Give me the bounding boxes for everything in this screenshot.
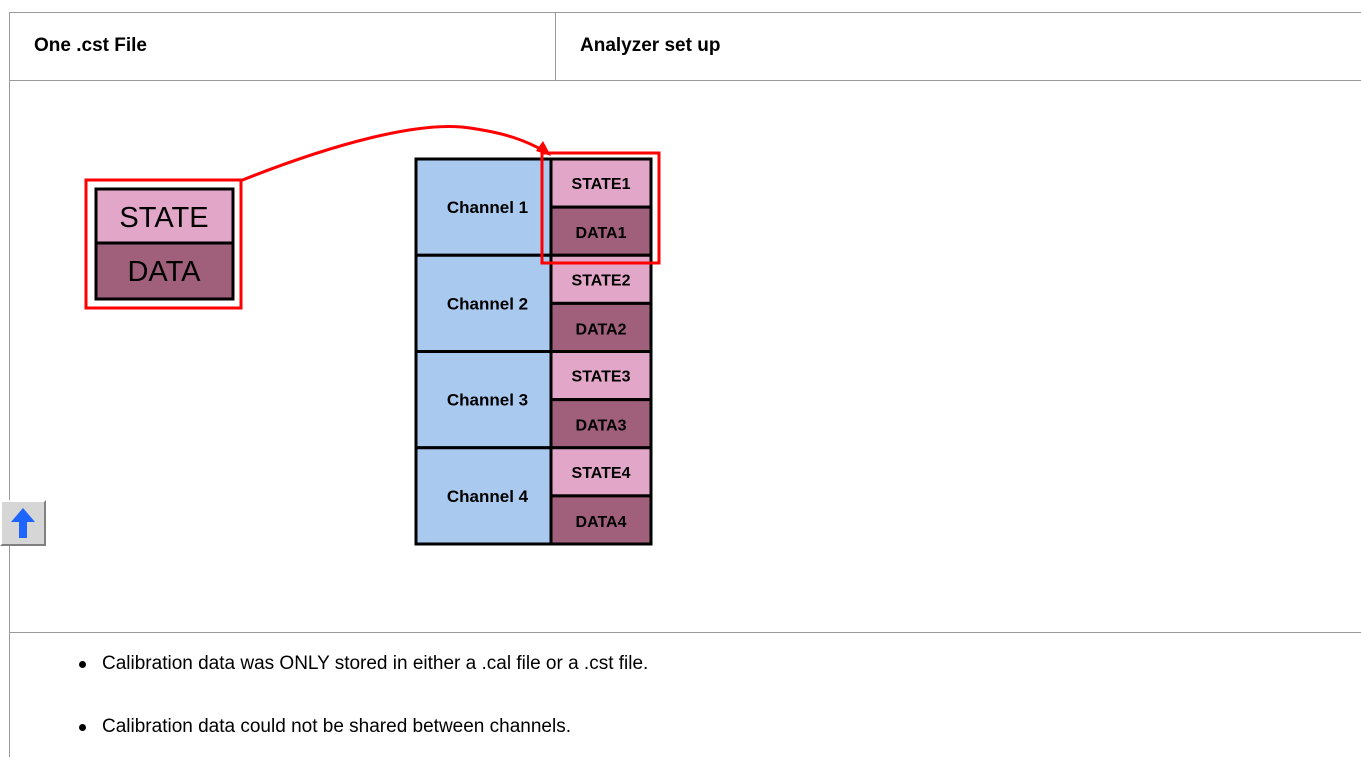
channel-4-label: Channel 4 <box>447 487 529 506</box>
channel-3-label: Channel 3 <box>447 391 528 410</box>
source-state-label: STATE <box>119 202 208 234</box>
up-arrow-button[interactable] <box>0 500 46 546</box>
table-column-divider <box>555 12 556 80</box>
state-1-label: STATE1 <box>572 176 631 193</box>
state-4-label: STATE4 <box>572 465 631 482</box>
data-1-label: DATA1 <box>576 225 627 242</box>
table-header-divider <box>9 80 1361 81</box>
analyzer-outline <box>414 157 653 546</box>
header-analyzer-setup: Analyzer set up <box>580 35 721 56</box>
note-item: Calibration data was ONLY stored in eith… <box>72 651 648 677</box>
bullet <box>79 661 86 668</box>
source-data-label: DATA <box>127 256 201 288</box>
channel1-highlight-box <box>540 151 661 265</box>
up-arrow-icon <box>11 508 35 538</box>
notes-list: Calibration data was ONLY stored in eith… <box>72 651 648 777</box>
source-cst-file: STATE DATA <box>84 178 243 310</box>
data-2-label: DATA2 <box>576 321 627 338</box>
state-3-label: STATE3 <box>572 369 631 386</box>
table-border-left <box>9 12 10 757</box>
note-item: Calibration data could not be shared bet… <box>72 714 648 740</box>
channel-1-label: Channel 1 <box>447 198 528 217</box>
state-3-cell <box>549 350 653 402</box>
channel-2-cell <box>414 253 553 353</box>
bullet <box>79 724 86 731</box>
header-one-cst-file: One .cst File <box>34 35 147 56</box>
source-data-block <box>94 241 235 301</box>
data-3-label: DATA3 <box>576 418 627 435</box>
channel-2-label: Channel 2 <box>447 294 528 313</box>
data-4-cell <box>549 494 653 546</box>
data-4-label: DATA4 <box>576 514 627 531</box>
table-body-divider <box>9 632 1361 633</box>
source-state-block <box>94 187 235 245</box>
state-2-label: STATE2 <box>572 272 631 289</box>
table-border-top <box>9 12 1361 13</box>
source-highlight-box <box>84 178 243 310</box>
mapping-arrow <box>239 125 547 183</box>
